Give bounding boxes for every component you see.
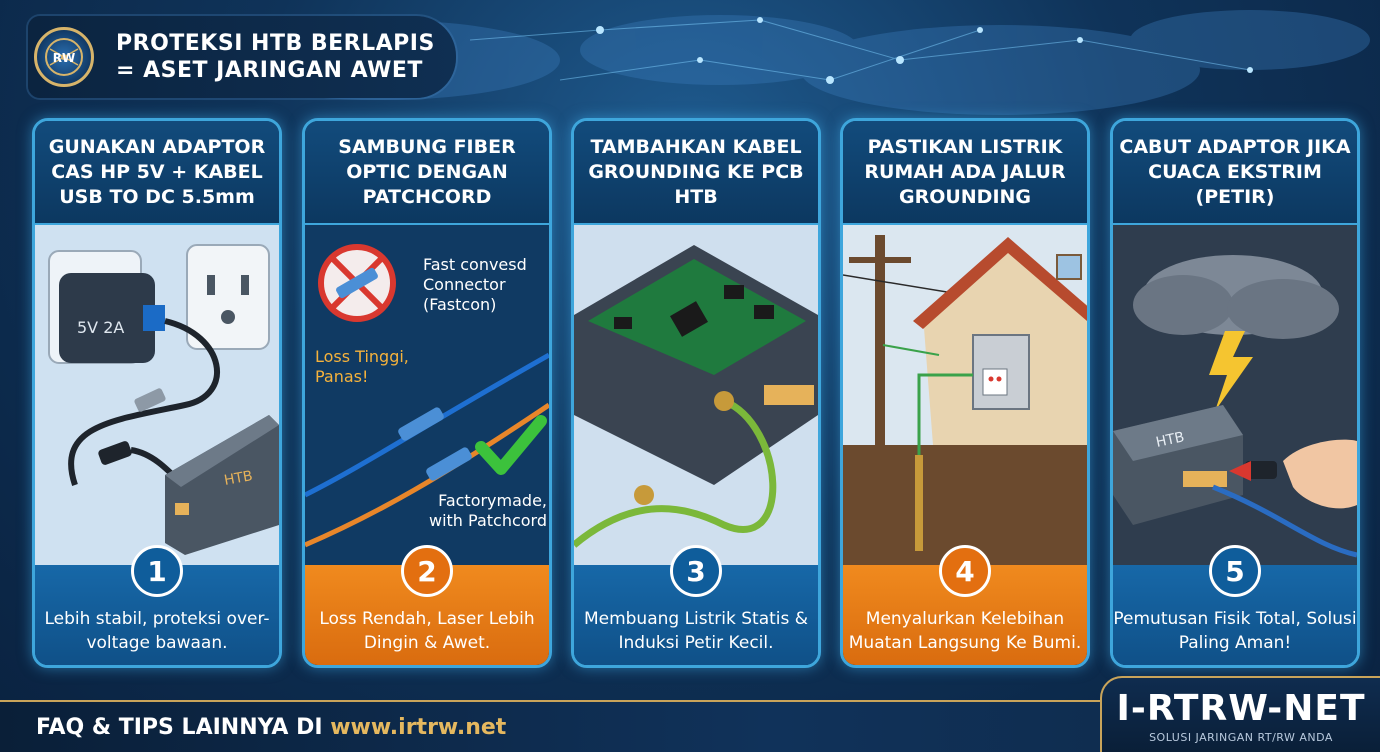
step-card-5: CABUT ADAPTOR JIKA CUACA EKSTRIM (PETIR)… [1110, 118, 1360, 668]
step-illustration [574, 225, 818, 565]
footer-text: FAQ & TIPS LAINNYA DI www.irtrw.net [36, 715, 506, 740]
htb-device-icon [165, 415, 279, 555]
header-banner: RW PROTEKSI HTB BERLAPIS = ASET JARINGAN… [28, 16, 456, 98]
ground-wire-icon [917, 373, 973, 465]
step-number-badge: 4 [939, 545, 991, 597]
utility-pole-icon [875, 235, 885, 445]
svg-text:5V 2A: 5V 2A [77, 318, 124, 337]
svg-text:RW: RW [53, 51, 75, 65]
svg-text:HTB: HTB [223, 468, 254, 489]
step-number-badge: 5 [1209, 545, 1261, 597]
step-number-badge: 2 [401, 545, 453, 597]
page-title: PROTEKSI HTB BERLAPIS = ASET JARINGAN AW… [116, 30, 435, 84]
footer-bar: FAQ & TIPS LAINNYA DI www.irtrw.net [0, 700, 1100, 752]
step-title: CABUT ADAPTOR JIKA CUACA EKSTRIM (PETIR) [1113, 121, 1357, 225]
step-card-2: SAMBUNG FIBER OPTIC DENGAN PATCHCORD Fas… [302, 118, 552, 668]
step-illustration [843, 225, 1087, 565]
network-cable-icon [1212, 484, 1357, 558]
arrow-icon [1229, 461, 1251, 481]
fastcon-warning: Loss Tinggi, Panas! [315, 347, 409, 386]
outlet-icon [186, 244, 270, 350]
title-line-1: PROTEKSI HTB BERLAPIS [116, 31, 435, 56]
patchcord-label: Factorymade, with Patchcord [428, 491, 547, 530]
step-number-badge: 1 [131, 545, 183, 597]
step-title: SAMBUNG FIBER OPTIC DENGAN PATCHCORD [305, 121, 549, 225]
rtrw-logo: RW [34, 27, 94, 87]
step-caption: Loss Rendah, Laser Lebih Dingin & Awet. [305, 565, 549, 665]
lightning-icon [1209, 331, 1253, 411]
footer-prefix: FAQ & TIPS LAINNYA DI [36, 714, 331, 740]
step-caption: Membuang Listrik Statis & Induksi Petir … [574, 565, 818, 665]
hand-unplug-icon [1283, 439, 1357, 509]
step-card-3: TAMBAHKAN KABEL GROUNDING KE PCB HTB 3 M… [571, 118, 821, 668]
step-illustration: Fast convesd Connector (Fastcon) Loss Ti… [305, 225, 549, 565]
ground-cable-icon [574, 397, 777, 548]
step-card-4: PASTIKAN LISTRIK RUMAH ADA JALUR GROUNDI… [840, 118, 1090, 668]
brand-name: I-RTRW-NET [1116, 688, 1366, 729]
step-card-1: GUNAKAN ADAPTOR CAS HP 5V + KABEL USB TO… [32, 118, 282, 668]
usb-cable-icon [68, 318, 220, 486]
step-title: TAMBAHKAN KABEL GROUNDING KE PCB HTB [574, 121, 818, 225]
brand-tagline: SOLUSI JARINGAN RT/RW ANDA [1149, 731, 1333, 744]
network-globe-icon: RW [45, 38, 83, 76]
step-illustration: HTB [1113, 225, 1357, 565]
fastcon-label: Fast convesd Connector (Fastcon) [423, 255, 527, 314]
step-number-badge: 3 [670, 545, 722, 597]
checkmark-icon [475, 415, 547, 475]
step-title: GUNAKAN ADAPTOR CAS HP 5V + KABEL USB TO… [35, 121, 279, 225]
ground-rod-icon [915, 455, 923, 551]
svg-text:HTB: HTB [1155, 429, 1186, 451]
phone-charger-icon [59, 273, 155, 363]
title-line-2: = ASET JARINGAN AWET [116, 58, 423, 83]
step-illustration: 5V 2A HTB [35, 225, 279, 565]
brand-logo: I-RTRW-NET SOLUSI JARINGAN RT/RW ANDA [1100, 676, 1380, 752]
footer-link[interactable]: www.irtrw.net [330, 714, 507, 740]
step-title: PASTIKAN LISTRIK RUMAH ADA JALUR GROUNDI… [843, 121, 1087, 225]
